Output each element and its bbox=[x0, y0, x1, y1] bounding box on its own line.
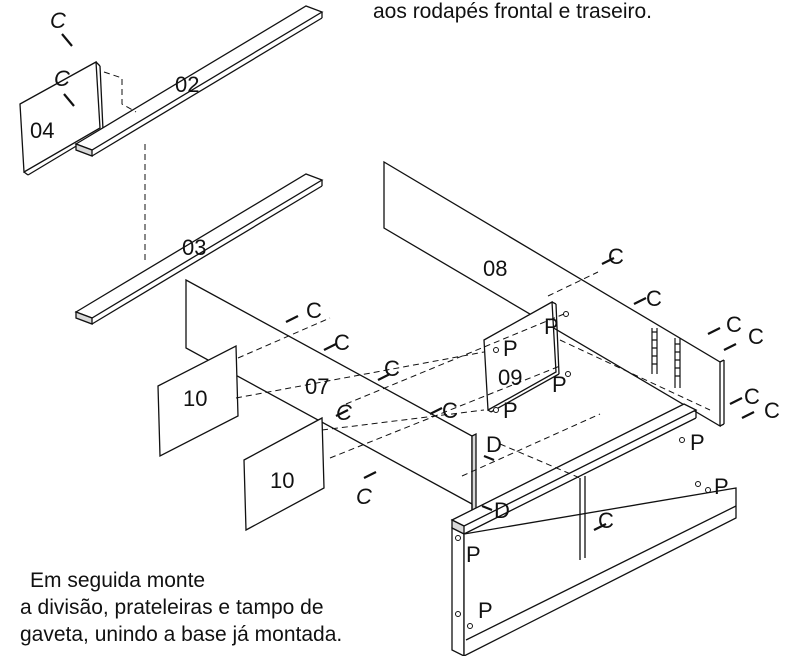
screw-markers bbox=[61, 33, 755, 531]
panel-03: 03 bbox=[74, 173, 324, 325]
screw-labels: C C C C C C C C C C C C C C C bbox=[50, 8, 780, 533]
screw-label: C bbox=[598, 508, 614, 533]
guide-lines bbox=[235, 271, 711, 510]
panel-10-right: 10 bbox=[243, 416, 325, 532]
screw-label: C bbox=[384, 356, 400, 381]
part-04-label: 04 bbox=[30, 118, 54, 143]
screw-label: C bbox=[356, 484, 372, 509]
guide-line bbox=[103, 71, 137, 113]
pin-label: P bbox=[466, 542, 481, 567]
screw-label: C bbox=[306, 298, 322, 323]
panel-10-left: 10 bbox=[157, 344, 239, 458]
pin-label: P bbox=[503, 398, 518, 423]
screw-label: C bbox=[336, 400, 352, 425]
part-08-label: 08 bbox=[483, 256, 507, 281]
screw-label: C bbox=[442, 398, 458, 423]
part-10a-label: 10 bbox=[183, 386, 207, 411]
pin-label: P bbox=[714, 474, 729, 499]
pin-label: P bbox=[552, 372, 567, 397]
panel-04: 04 bbox=[19, 60, 104, 176]
pin-label: P bbox=[478, 598, 493, 623]
screw-label: C bbox=[608, 244, 624, 269]
bottom-caption: Em seguida monte a divisão, prateleiras … bbox=[20, 569, 342, 646]
screw-label: C bbox=[764, 398, 780, 423]
pin-label: P bbox=[690, 430, 705, 455]
screw-label: C bbox=[748, 324, 764, 349]
dowel-label: D bbox=[494, 498, 510, 523]
pin-label: P bbox=[503, 336, 518, 361]
screw-label: C bbox=[50, 8, 66, 33]
screw-label: C bbox=[334, 330, 350, 355]
dowel-labels: D D bbox=[486, 432, 510, 523]
panel-02: 02 bbox=[74, 5, 324, 157]
bottom-caption-line-1: Em seguida monte bbox=[30, 569, 205, 592]
panel-09: 09 bbox=[483, 300, 571, 413]
screw-label: C bbox=[54, 66, 70, 91]
screw-label: C bbox=[726, 312, 742, 337]
part-07-label: 07 bbox=[305, 374, 329, 399]
dowel-label: D bbox=[486, 432, 502, 457]
bottom-caption-line-3: gaveta, unindo a base já montada. bbox=[20, 623, 342, 646]
screw-label: C bbox=[646, 286, 662, 311]
part-03-label: 03 bbox=[182, 235, 206, 260]
bottom-caption-line-2: a divisão, prateleiras e tampo de bbox=[20, 596, 324, 619]
top-caption: aos rodapés frontal e traseiro. bbox=[373, 0, 652, 23]
pin-label: P bbox=[544, 314, 559, 339]
screw-label: C bbox=[744, 384, 760, 409]
panel-07: 07 bbox=[185, 278, 477, 516]
part-10b-label: 10 bbox=[270, 468, 294, 493]
pin-labels: P P P P P P P P bbox=[466, 314, 729, 623]
base-assembly bbox=[450, 403, 737, 658]
part-02-label: 02 bbox=[175, 72, 199, 97]
